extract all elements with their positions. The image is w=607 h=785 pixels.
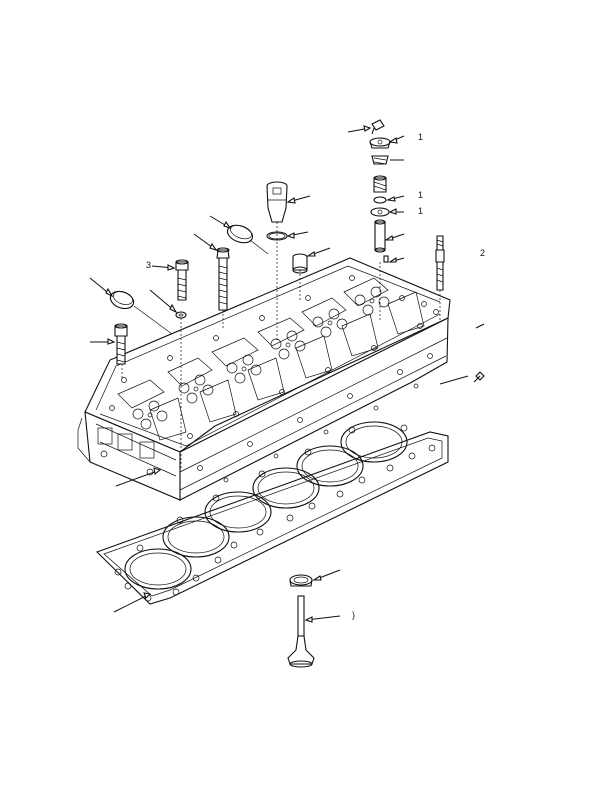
deck-holes	[109, 275, 439, 439]
valve-seat	[289, 574, 313, 587]
valve-train-stack	[369, 119, 391, 320]
spring-seat	[370, 196, 390, 217]
injector-sleeve	[266, 181, 288, 340]
callout-valve: )	[352, 610, 355, 620]
callout-rotator: 1	[418, 132, 423, 142]
callout-spring-seat: 1	[418, 206, 423, 216]
head-gasket	[95, 421, 449, 605]
plug-cup-center	[226, 224, 254, 244]
cylinder-head	[77, 257, 451, 501]
spring-top	[371, 155, 389, 165]
washer	[175, 311, 187, 319]
flange-bolt	[175, 259, 189, 301]
valve-ports	[132, 286, 390, 430]
callout-keeper: 1	[418, 190, 423, 200]
keeper	[373, 175, 387, 193]
callout-leaders	[89, 125, 485, 623]
valve	[287, 595, 315, 668]
short-bolt	[114, 323, 128, 365]
valve-guide	[374, 219, 386, 253]
glow-stud	[435, 235, 445, 291]
callout-glow-stud: 2	[480, 248, 485, 258]
callout-labels: 1 1 1 3 2 )	[146, 132, 485, 620]
callout-flange-bolt: 3	[146, 260, 151, 270]
gasket-holes	[114, 424, 436, 602]
dowel	[383, 255, 389, 263]
side-fitting	[473, 371, 485, 383]
expansion-plug	[109, 290, 135, 310]
valve-stem-tip	[371, 119, 385, 135]
rotator	[369, 137, 391, 149]
front-face-holes	[197, 353, 433, 483]
gasket-bores	[124, 421, 408, 590]
long-bolt	[216, 247, 230, 311]
